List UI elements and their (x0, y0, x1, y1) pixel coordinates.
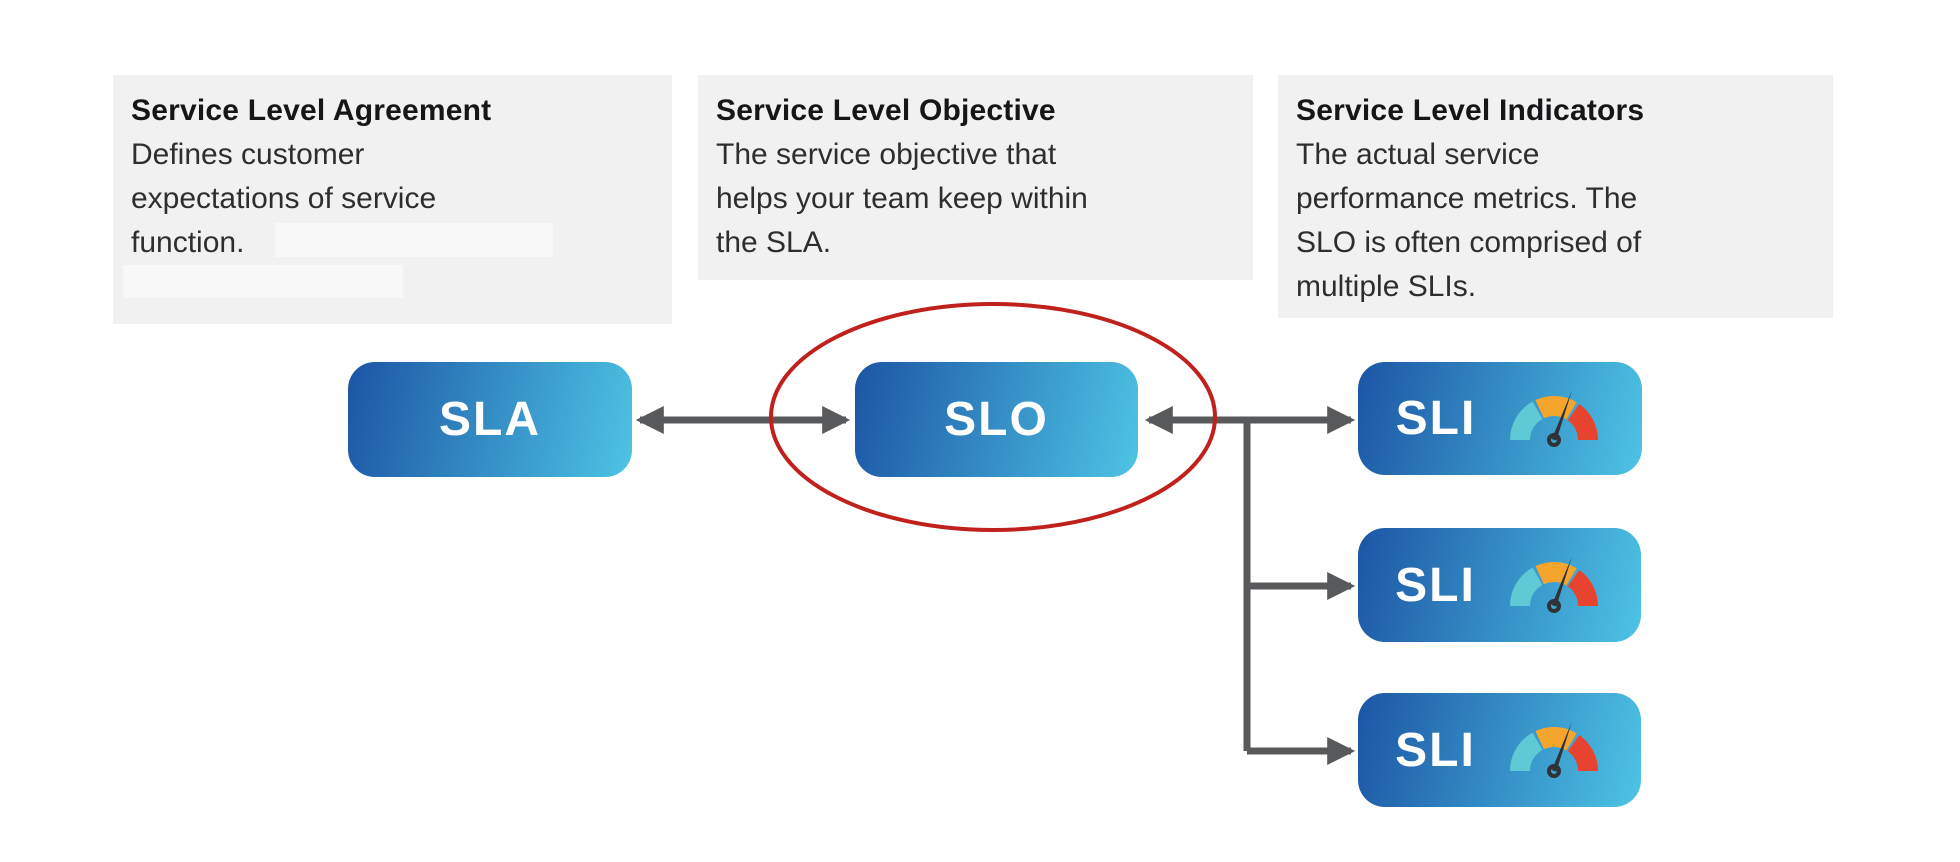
sli-node-label: SLI (1395, 392, 1477, 445)
slo-node-label: SLO (944, 393, 1049, 446)
gauge-meter-icon (1510, 390, 1599, 447)
sli-node-1: SLI (1358, 362, 1642, 475)
redacted-text-block (123, 265, 403, 298)
redacted-text-block (275, 223, 553, 257)
card-body: The service objective that helps your te… (716, 138, 1088, 259)
card-title: Service Level Objective (716, 94, 1056, 127)
definition-card-sli: Service Level Indicators The actual serv… (1278, 75, 1833, 318)
gauge-needle (1551, 557, 1572, 607)
highlight-ellipse (769, 302, 1217, 532)
sli-node-2: SLI (1358, 528, 1641, 642)
sla-node-label: SLA (439, 393, 541, 446)
sli-node-3: SLI (1358, 693, 1641, 807)
slo-node: SLO (855, 362, 1138, 477)
gauge-meter-icon (1509, 557, 1598, 613)
card-title: Service Level Agreement (131, 94, 492, 127)
gauge-meter-icon (1509, 722, 1598, 778)
sli-node-label: SLI (1395, 723, 1476, 777)
card-body: The actual service performance metrics. … (1296, 138, 1642, 303)
card-body: Defines customer expectations of service… (131, 138, 437, 259)
gauge-needle (1552, 390, 1573, 441)
definition-card-sla: Service Level Agreement Defines customer… (113, 75, 672, 324)
sla-node: SLA (348, 362, 632, 477)
definition-card-slo: Service Level Objective The service obje… (698, 75, 1253, 280)
card-title: Service Level Indicators (1296, 94, 1645, 127)
gauge-needle (1551, 722, 1572, 772)
sli-node-label: SLI (1395, 558, 1476, 612)
